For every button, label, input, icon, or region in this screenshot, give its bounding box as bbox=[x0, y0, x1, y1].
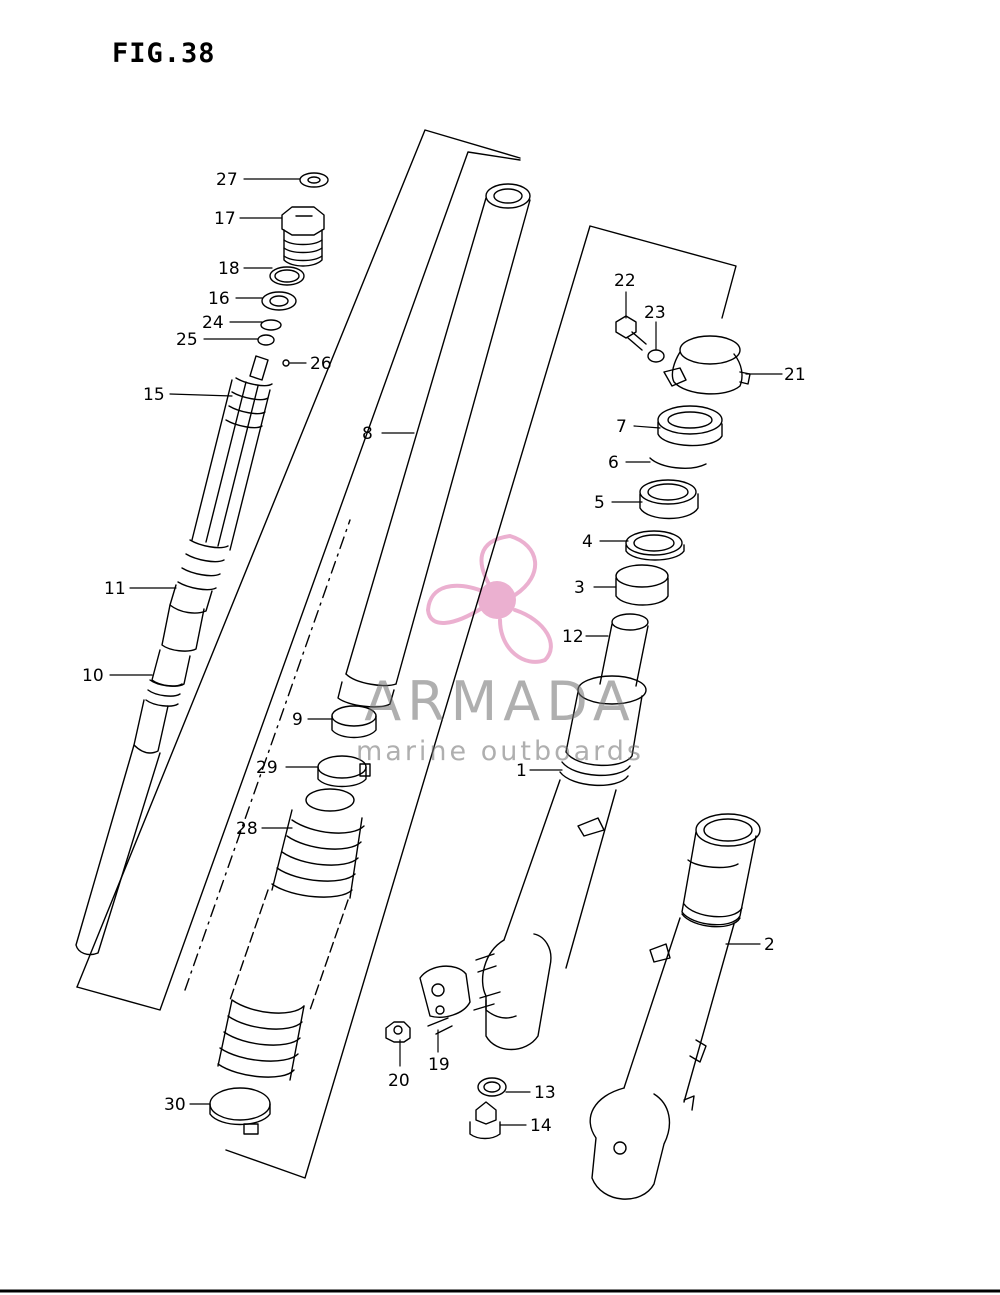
callout-12: 12 bbox=[562, 627, 584, 647]
callout-25: 25 bbox=[176, 330, 198, 350]
damper-assembly bbox=[75, 172, 329, 956]
callout-17: 17 bbox=[214, 209, 236, 229]
callout-15: 15 bbox=[143, 385, 165, 405]
watermark-brand: ARMADA bbox=[364, 670, 636, 733]
center-line-left bbox=[184, 519, 351, 991]
callout-1: 1 bbox=[516, 761, 527, 781]
callout-24: 24 bbox=[202, 313, 224, 333]
propeller-icon bbox=[426, 534, 553, 664]
part-13 bbox=[477, 1077, 507, 1097]
callout-2: 2 bbox=[764, 935, 775, 955]
outer-tube-1 bbox=[473, 675, 647, 1051]
callout-26: 26 bbox=[310, 354, 332, 374]
callout-18: 18 bbox=[218, 259, 240, 279]
callout-16: 16 bbox=[208, 289, 230, 309]
bracket-outline-8 bbox=[76, 129, 521, 1011]
callout-7: 7 bbox=[616, 417, 627, 437]
callout-22: 22 bbox=[614, 271, 636, 291]
watermark-tagline: marine outboards bbox=[355, 736, 644, 767]
axle-holder bbox=[419, 965, 471, 1035]
callout-19: 19 bbox=[428, 1055, 450, 1075]
callout-29: 29 bbox=[256, 758, 278, 778]
part-14 bbox=[469, 1101, 501, 1140]
callout-30: 30 bbox=[164, 1095, 186, 1115]
bracket-outline-right bbox=[225, 225, 737, 1179]
callout-27: 27 bbox=[216, 170, 238, 190]
callout-labels: 27 17 18 16 24 25 26 15 8 22 23 21 7 6 5… bbox=[82, 170, 806, 1136]
callout-21: 21 bbox=[784, 365, 806, 385]
part-30 bbox=[209, 1087, 271, 1135]
part-20 bbox=[385, 1021, 411, 1043]
callout-13: 13 bbox=[534, 1083, 556, 1103]
callout-9: 9 bbox=[292, 710, 303, 730]
callout-14: 14 bbox=[530, 1116, 552, 1136]
callout-11: 11 bbox=[104, 579, 126, 599]
callout-6: 6 bbox=[608, 453, 619, 473]
dust-boot bbox=[217, 788, 365, 1081]
leader-lines bbox=[109, 178, 783, 1126]
callout-3: 3 bbox=[574, 578, 585, 598]
callout-23: 23 bbox=[644, 303, 666, 323]
callout-20: 20 bbox=[388, 1071, 410, 1091]
top-cap-parts bbox=[599, 315, 751, 687]
outer-tube-2 bbox=[589, 813, 761, 1200]
figure-title: FIG.38 bbox=[112, 38, 216, 69]
callout-5: 5 bbox=[594, 493, 605, 513]
inner-tube bbox=[337, 183, 531, 708]
callout-28: 28 bbox=[236, 819, 258, 839]
callout-8: 8 bbox=[362, 424, 373, 444]
callout-10: 10 bbox=[82, 666, 104, 686]
part-9 bbox=[331, 705, 377, 739]
callout-4: 4 bbox=[582, 532, 593, 552]
